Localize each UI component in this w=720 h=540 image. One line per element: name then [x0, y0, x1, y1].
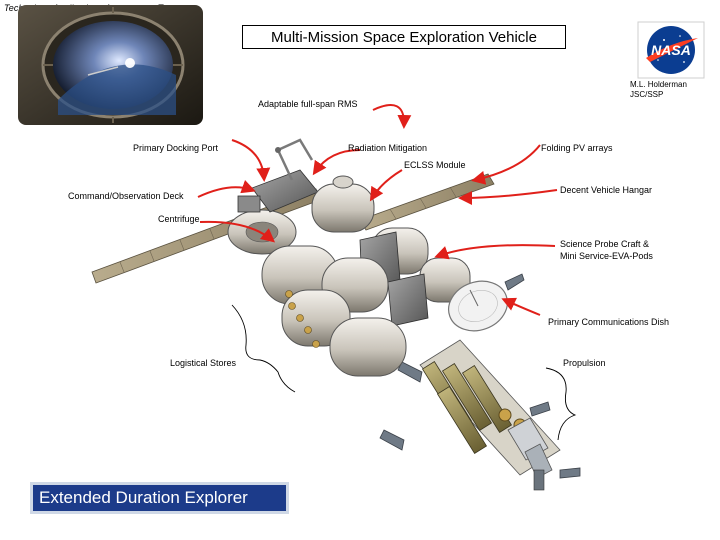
label-pv-arrays: Folding PV arrays	[541, 143, 613, 153]
label-probe: Science Probe Craft & Mini Service-EVA-P…	[560, 238, 653, 262]
label-logistical: Logistical Stores	[170, 358, 236, 368]
label-docking-port: Primary Docking Port	[133, 143, 218, 153]
footer-caption-box: Extended Duration Explorer	[30, 482, 289, 514]
label-rms: Adaptable full-span RMS	[258, 99, 358, 109]
label-probe-line1: Science Probe Craft &	[560, 238, 653, 250]
arrow-eclss	[372, 170, 402, 198]
arrow-docking-port	[232, 140, 264, 178]
propulsion-section	[420, 340, 560, 490]
solar-array-right	[360, 174, 494, 230]
docking-port-module	[238, 170, 318, 212]
label-probe-line2: Mini Service-EVA-Pods	[560, 250, 653, 262]
arrow-radiation	[315, 150, 360, 172]
label-eclss: ECLSS Module	[404, 160, 466, 170]
footer-caption: Extended Duration Explorer	[39, 488, 248, 508]
arrow-comms-dish	[505, 300, 540, 315]
arrow-command-deck	[198, 187, 252, 197]
label-radiation: Radiation Mitigation	[348, 143, 427, 153]
arrow-rms	[373, 105, 404, 125]
label-centrifuge: Centrifuge	[158, 214, 200, 224]
label-comms-dish: Primary Communications Dish	[548, 317, 669, 327]
label-hangar: Decent Vehicle Hangar	[560, 185, 652, 195]
label-propulsion: Propulsion	[563, 358, 606, 368]
label-command-deck: Command/Observation Deck	[68, 191, 184, 201]
arrow-probe	[438, 245, 555, 256]
brace-propulsion	[546, 368, 575, 440]
arrow-hangar	[462, 190, 557, 198]
